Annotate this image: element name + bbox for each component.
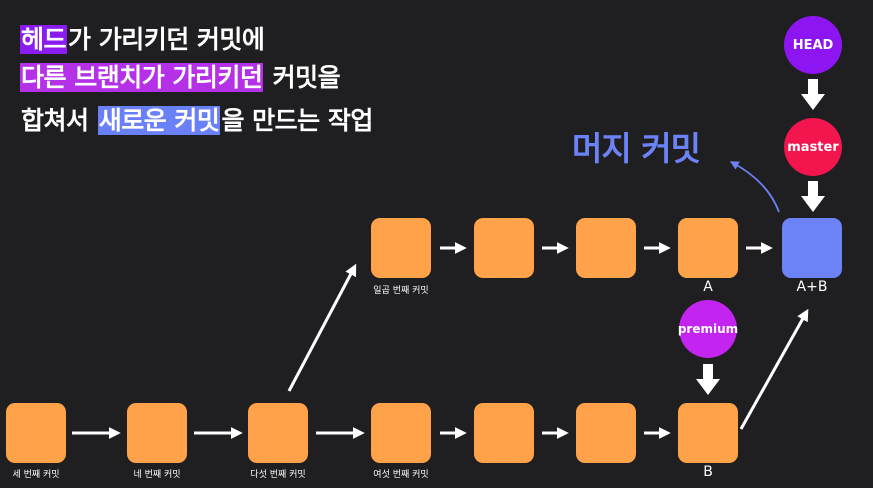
commit-caption-merge: A+B [796, 279, 828, 295]
heading-highlight-new-commit: 새로운 커밋 [97, 106, 221, 135]
commit-node-top-3 [576, 218, 636, 278]
premium-pointer-label: premium [677, 322, 739, 336]
arrow-head-to-master [801, 79, 825, 110]
commit-node-a [678, 218, 738, 278]
master-branch-pointer: master [784, 118, 842, 176]
commit-caption-4: 네 번째 커밋 [133, 470, 181, 480]
commit-caption-3: 세 번째 커밋 [12, 470, 60, 480]
merge-commit-label: 머지 커밋 [572, 129, 701, 168]
heading-highlight-head: 헤드 [20, 25, 68, 54]
arrow-master-to-merge [801, 181, 825, 212]
heading-line-1: 헤드가 가리키던 커밋에 [20, 23, 265, 57]
heading-highlight-other-branch: 다른 브랜치가 가리키던 [20, 63, 264, 92]
heading-line-3: 합쳐서 새로운 커밋을 만드는 작업 [20, 104, 374, 138]
commit-caption-5: 다섯 번째 커밋 [250, 470, 306, 480]
merge-commit-node [782, 218, 842, 278]
premium-branch-pointer: premium [677, 300, 739, 358]
commit-node-bottom-5 [474, 403, 534, 463]
heading-line-3-pre: 합쳐서 [21, 106, 97, 135]
master-pointer-label: master [787, 139, 839, 155]
commit-caption-b: B [703, 464, 713, 480]
head-pointer-label: HEAD [792, 37, 834, 53]
commit-node-3 [6, 403, 66, 463]
arrow-b-merge [739, 308, 809, 430]
commit-node-7 [371, 218, 431, 278]
commit-node-top-2 [474, 218, 534, 278]
heading-line-1-rest: 가 가리키던 커밋에 [68, 25, 265, 54]
commit-node-5 [248, 403, 308, 463]
commit-node-bottom-6 [576, 403, 636, 463]
commit-node-4 [127, 403, 187, 463]
commit-node-6 [371, 403, 431, 463]
heading-line-3-rest: 을 만드는 작업 [221, 106, 373, 135]
heading-line-2: 다른 브랜치가 가리키던 커밋을 [20, 61, 341, 95]
arrow-premium-to-b [696, 364, 720, 395]
commit-node-b [678, 403, 738, 463]
head-pointer: HEAD [784, 16, 842, 74]
merge-label-pointer [729, 161, 780, 213]
commit-caption-6: 여섯 번째 커밋 [373, 470, 429, 480]
commit-caption-7: 일곱 번째 커밋 [373, 286, 429, 296]
heading-line-2-rest: 커밋을 [264, 63, 341, 92]
commit-caption-a: A [703, 279, 713, 295]
arrow-c5-c7 [287, 263, 357, 392]
